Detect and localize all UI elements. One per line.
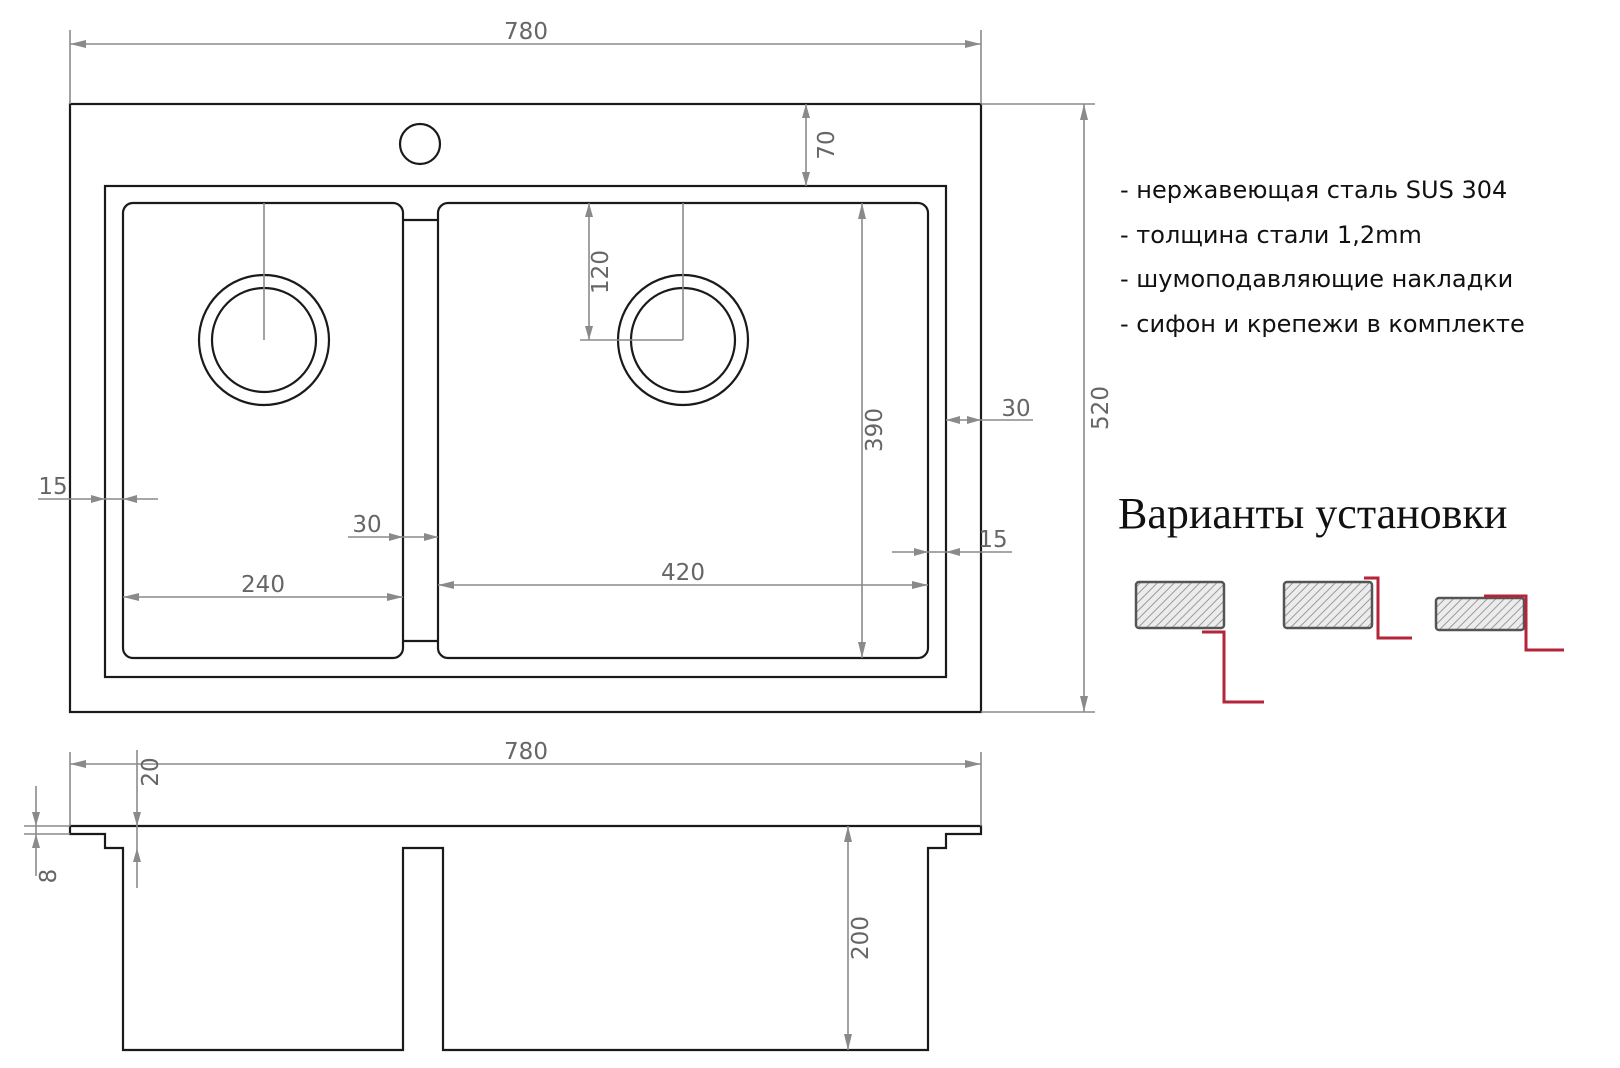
dim-drain-offset: 120 [263, 203, 684, 341]
dim-rim-height: 20 [133, 750, 164, 888]
side-view: 780 20 8 200 [24, 739, 983, 1052]
dim-bowl-height-label: 200 [848, 916, 874, 960]
dim-rim-height-label: 20 [138, 757, 164, 786]
tap-hole [398, 122, 442, 166]
dim-tap-offset-label: 70 [814, 130, 840, 159]
dim-thickness-label: 8 [36, 869, 62, 884]
installation-variant-undermount [1134, 580, 1264, 710]
dim-side-width: 780 [69, 739, 982, 826]
dim-right-bowl-width: 420 [438, 560, 928, 589]
side-profile [68, 824, 983, 1052]
dim-depth-label: 520 [1088, 386, 1114, 430]
dim-divider-label: 30 [352, 512, 381, 538]
dim-bottom-right-edge: 15 [892, 527, 1012, 556]
dim-right-edge: 30 [946, 396, 1033, 424]
dim-bowl-height: 200 [844, 826, 874, 1050]
dim-left-edge-label: 15 [38, 474, 67, 500]
dim-right-edge-label: 30 [1001, 396, 1030, 422]
dim-drain-offset-label: 120 [588, 250, 614, 294]
features-list: - нержавеющая сталь SUS 304 - толщина ст… [1120, 168, 1525, 346]
installation-variants-title: Варианты установки [1118, 489, 1508, 538]
sink-outer-outline [68, 102, 983, 714]
dim-left-edge: 15 [38, 474, 158, 503]
sink-inner-rim [103, 184, 948, 679]
dim-top-width-label: 780 [504, 19, 548, 45]
top-view: 780 520 70 120 [38, 19, 1114, 714]
installation-variant-top-mount [1434, 592, 1564, 652]
dim-tap-offset: 70 [802, 104, 840, 186]
dim-left-bowl-width-label: 240 [241, 572, 285, 598]
dim-depth: 520 [981, 103, 1114, 713]
dim-left-bowl-width: 240 [123, 572, 403, 601]
feature-item: - нержавеющая сталь SUS 304 [1120, 176, 1508, 204]
installation-variant-flush-mount [1282, 576, 1412, 646]
feature-item: - шумоподавляющие накладки [1120, 265, 1514, 293]
feature-item: - сифон и крепежи в комплекте [1120, 309, 1525, 338]
dim-side-width-label: 780 [504, 739, 548, 765]
dim-right-bowl-width-label: 420 [661, 560, 705, 586]
left-bowl [121, 201, 405, 660]
dim-top-width: 780 [69, 19, 982, 104]
dim-divider: 30 [348, 512, 438, 541]
dim-thickness: 8 [24, 786, 70, 883]
feature-item: - толщина стали 1,2mm [1120, 220, 1422, 249]
dim-bowl-depth: 390 [858, 203, 888, 658]
dim-bottom-right-edge-label: 15 [978, 527, 1007, 553]
dim-bowl-depth-label: 390 [862, 408, 888, 452]
